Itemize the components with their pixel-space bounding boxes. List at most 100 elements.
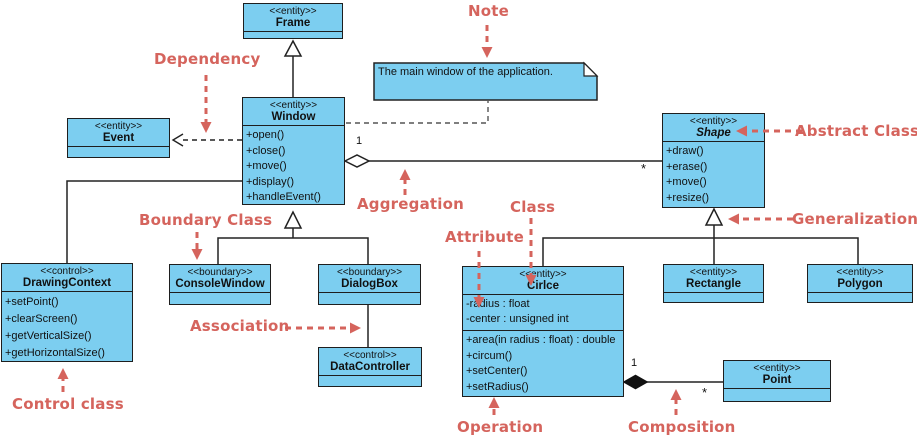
generalization-arrowhead (283, 210, 303, 229)
empty-compartment (808, 293, 912, 302)
callout-abstract-class: Abstract Class (795, 122, 917, 140)
composition-circle-point (622, 374, 723, 390)
empty-compartment (244, 32, 342, 38)
class-rectangle[interactable]: <<entity>> Rectangle (663, 264, 764, 303)
operation-row: +move() (246, 160, 287, 172)
class-name: Shape (696, 127, 731, 139)
operation-row: +erase() (666, 160, 708, 173)
class-name: DataController (330, 361, 410, 373)
empty-compartment (319, 376, 421, 386)
class-name: Rectangle (686, 278, 741, 290)
stereotype: <<entity>> (753, 363, 801, 374)
class-header: <<boundary>> ConsoleWindow (170, 265, 270, 293)
note-body-text: The main window of the application. (378, 66, 553, 78)
attribute-row: -radius : float (466, 298, 530, 310)
class-event[interactable]: <<entity>> Event (67, 118, 170, 158)
stereotype: <<entity>> (269, 6, 317, 17)
class-header: <<entity>> Frame (244, 4, 342, 32)
class-header: <<control>> DataController (319, 348, 421, 376)
callout-note: Note (468, 2, 510, 20)
empty-compartment (68, 147, 169, 157)
empty-compartment (724, 389, 830, 401)
callout-association: Association (190, 317, 290, 335)
class-frame[interactable]: <<entity>> Frame (243, 3, 343, 39)
class-header: <<boundary>> DialogBox (319, 265, 420, 293)
operations-compartment: +setPoint() +clearScreen() +getVerticalS… (2, 292, 132, 361)
stereotype: <<boundary>> (336, 267, 403, 278)
attribute-row: -center : unsigned int (466, 313, 569, 325)
class-header: <<control>> DrawingContext (2, 264, 132, 292)
class-name: Window (271, 111, 316, 123)
stereotype: <<entity>> (836, 267, 884, 278)
stereotype: <<boundary>> (187, 267, 253, 278)
operation-row: +draw() (666, 145, 704, 157)
class-header: <<entity>> Event (68, 119, 169, 147)
operation-row: +display() (246, 175, 294, 188)
callout-class: Class (510, 198, 556, 216)
class-polygon[interactable]: <<entity>> Polygon (807, 264, 913, 303)
callout-boundary-class: Boundary Class (139, 211, 273, 229)
generalization-arrowhead (704, 207, 724, 226)
operation-row: +getVerticalSize() (5, 330, 92, 342)
class-name: Frame (275, 17, 311, 29)
operation-row: +getHorizontalSize() (5, 347, 105, 359)
empty-compartment (664, 293, 763, 302)
class-name: DrawingContext (22, 277, 112, 289)
class-dialogbox[interactable]: <<boundary>> DialogBox (318, 264, 421, 305)
composition-diamond (622, 374, 649, 390)
operation-row: +resize() (666, 191, 710, 204)
callout-control-class: Control class (12, 395, 124, 413)
note-folded-corner-icon (583, 61, 599, 77)
stereotype: <<control>> (343, 350, 397, 361)
stereotype: <<entity>> (269, 100, 318, 111)
stereotype: <<entity>> (689, 267, 738, 278)
attributes-compartment: -radius : float -center : unsigned int (463, 295, 623, 331)
operation-row: +handleEvent() (246, 191, 321, 203)
class-header: <<entity>> Cirlce (463, 267, 623, 295)
multiplicity-aggregation-many: * (641, 161, 647, 176)
generalization-window-frame (283, 39, 303, 97)
class-header: <<entity>> Window (243, 98, 344, 126)
class-circle[interactable]: <<entity>> Cirlce -radius : float -cente… (462, 266, 624, 397)
class-name: Event (102, 132, 135, 144)
callout-operation: Operation (457, 418, 544, 436)
operation-row: +move() (666, 176, 707, 188)
aggregation-window-shape (343, 154, 662, 168)
class-datacontroller[interactable]: <<control>> DataController (318, 347, 422, 387)
operations-compartment: +area(in radius : float) : double +circu… (463, 331, 623, 396)
operation-row: +setPoint() (5, 296, 59, 308)
class-header: <<entity>> Point (724, 361, 830, 389)
operation-row: +area(in radius : float) : double (466, 334, 616, 346)
operation-row: +setRadius() (466, 380, 529, 393)
callout-generalization: Generalization (792, 210, 917, 228)
operations-compartment: +open() +close() +move() +display() +han… (243, 126, 344, 204)
multiplicity-composition-1: 1 (631, 357, 638, 369)
class-name: Cirlce (527, 280, 559, 292)
stereotype: <<control>> (40, 266, 94, 277)
multiplicity-aggregation-1: 1 (356, 135, 363, 147)
callout-composition: Composition (628, 418, 736, 436)
dependency-arrowhead (171, 133, 184, 147)
class-shape[interactable]: <<entity>> Shape +draw() +erase() +move(… (662, 113, 765, 208)
aggregation-diamond (343, 154, 371, 168)
empty-compartment (319, 293, 420, 304)
stereotype: <<entity>> (519, 269, 567, 280)
class-drawingcontext[interactable]: <<control>> DrawingContext +setPoint() +… (1, 263, 133, 362)
class-window[interactable]: <<entity>> Window +open() +close() +move… (242, 97, 345, 205)
generalization-arrowhead (283, 39, 303, 57)
empty-compartment (170, 293, 270, 304)
class-consolewindow[interactable]: <<boundary>> ConsoleWindow (169, 264, 271, 305)
callout-aggregation: Aggregation (357, 195, 465, 213)
note-anchor-connector (346, 101, 489, 124)
stereotype: <<entity>> (689, 116, 738, 127)
callout-dependency: Dependency (154, 50, 261, 68)
operation-row: +clearScreen() (5, 313, 78, 325)
class-header: <<entity>> Polygon (808, 265, 912, 293)
class-point[interactable]: <<entity>> Point (723, 360, 831, 402)
class-name: ConsoleWindow (175, 278, 265, 290)
class-header: <<entity>> Rectangle (664, 265, 763, 293)
operation-row: +open() (246, 129, 285, 141)
operations-compartment: +draw() +erase() +move() +resize() (663, 142, 764, 207)
class-name: Point (762, 374, 792, 386)
